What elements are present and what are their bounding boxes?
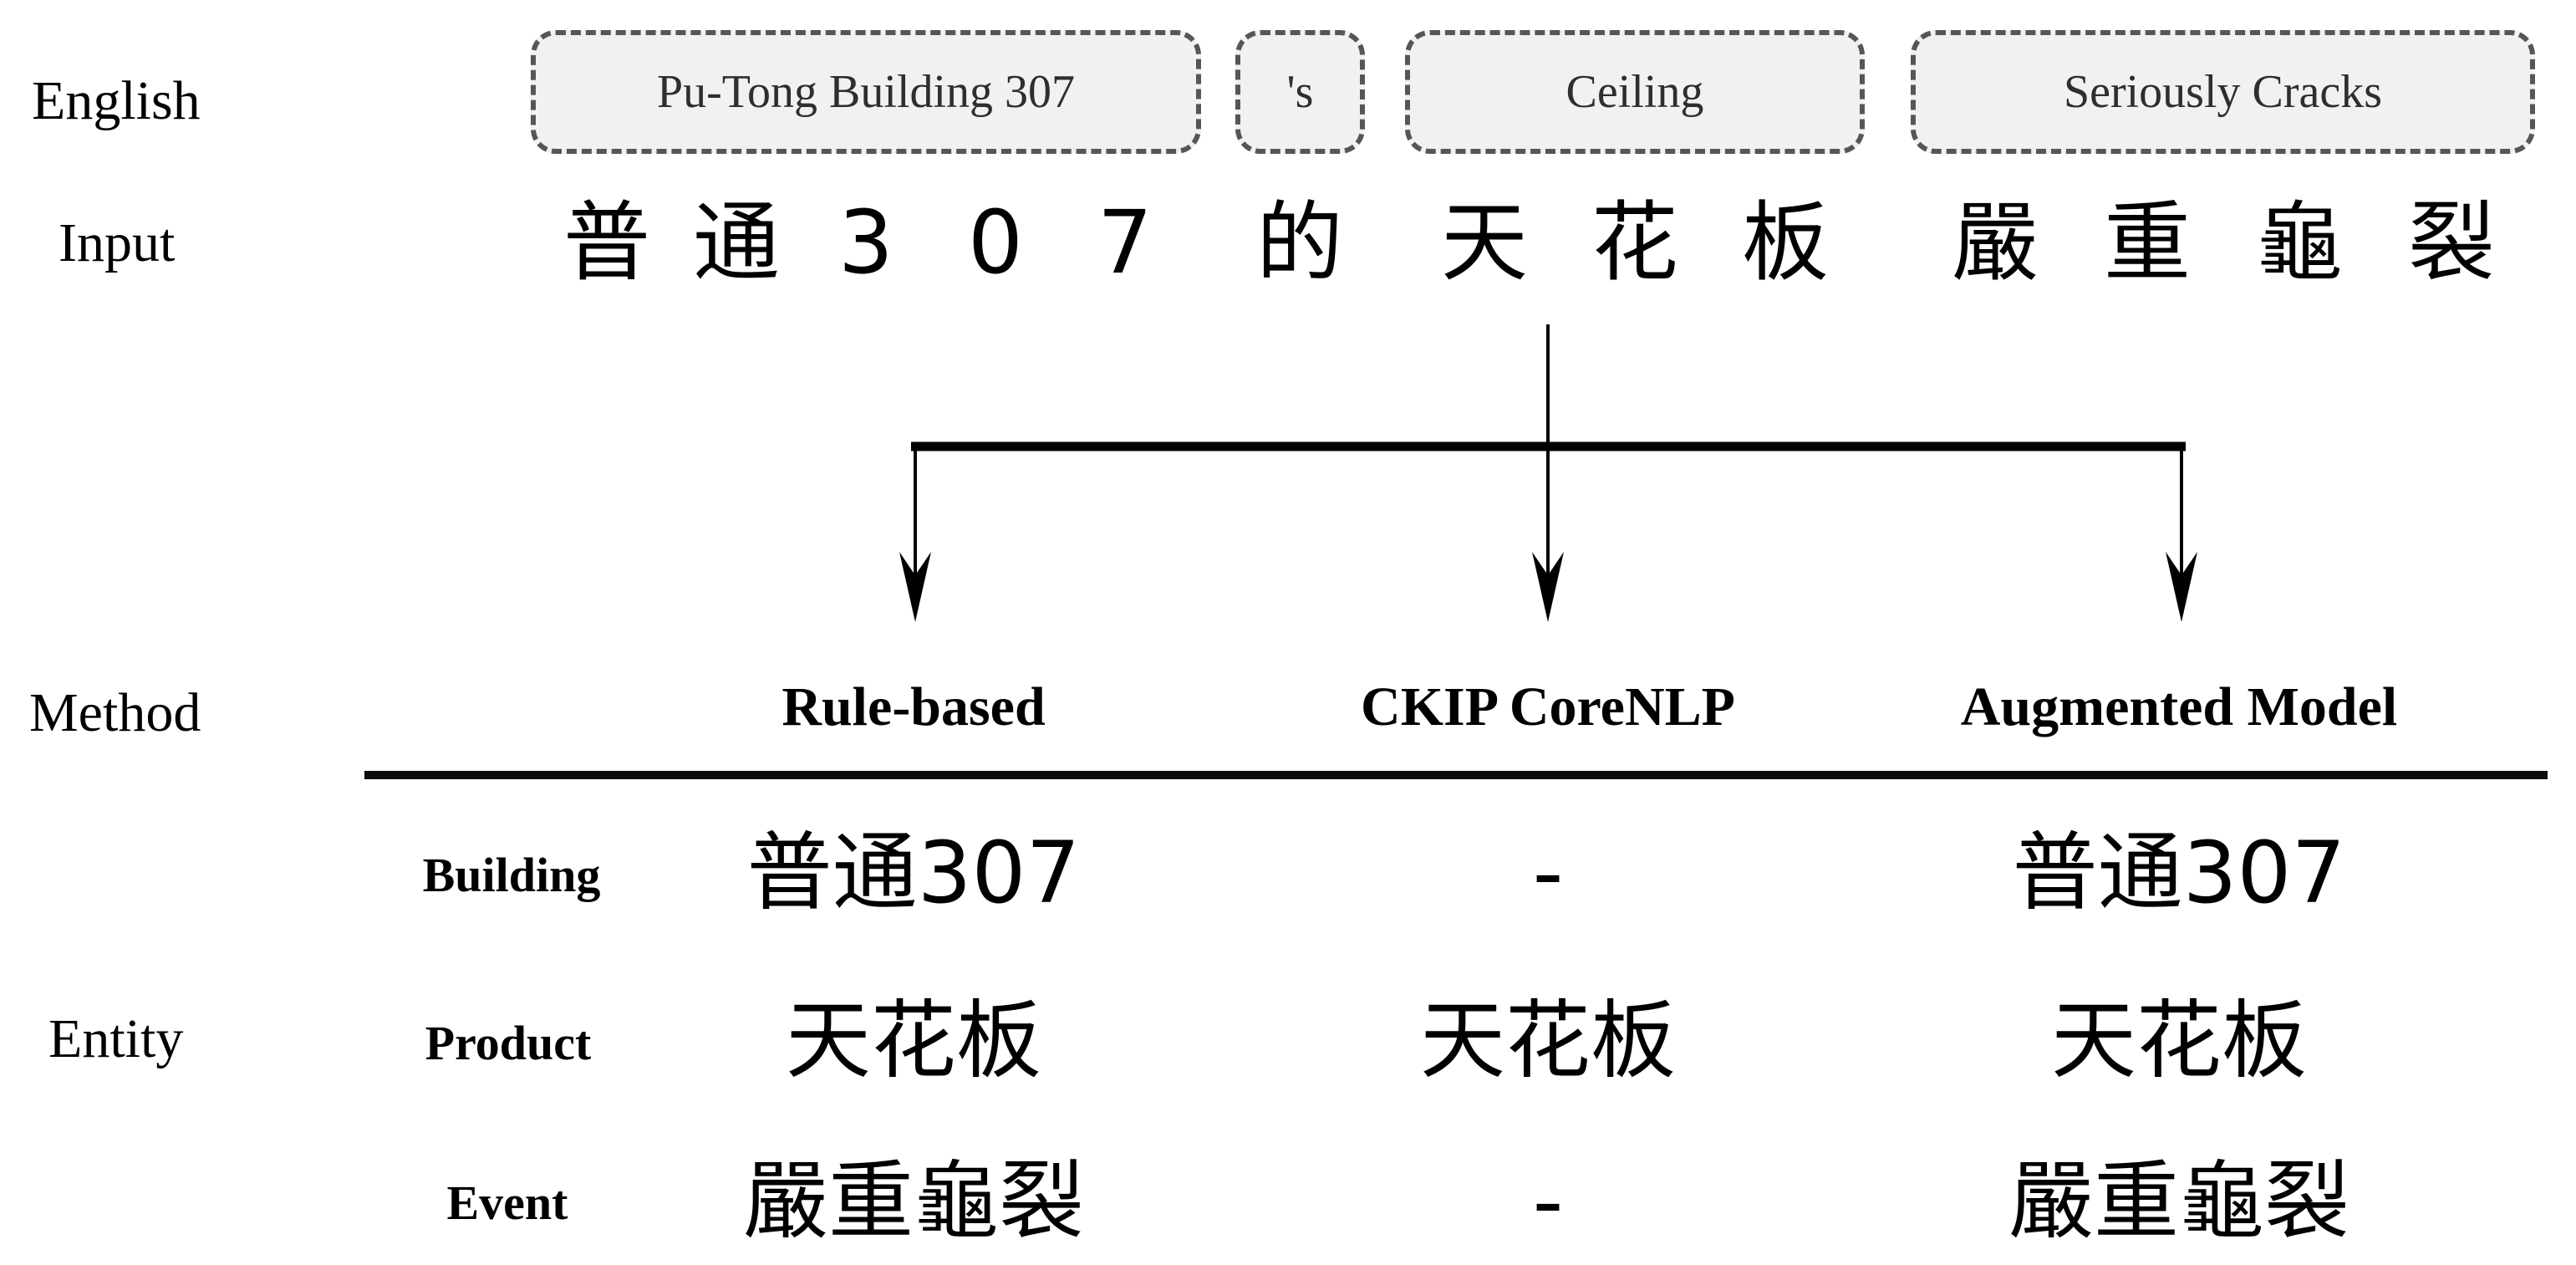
english-token-box: Seriously Cracks — [1911, 30, 2535, 154]
entity-row-label-building: Building — [422, 848, 601, 902]
label-input: Input — [59, 212, 176, 273]
entity-value: 天花板 — [786, 992, 1041, 1091]
input-char: 3 — [837, 191, 894, 293]
input-char: 的 — [1255, 191, 1343, 293]
input-char: 0 — [967, 191, 1024, 293]
input-char: 普 — [563, 191, 650, 293]
table-header-rule — [364, 771, 2548, 779]
input-char: 龜 — [2255, 191, 2343, 293]
english-token-box: Ceiling — [1405, 30, 1865, 154]
english-token-box: 's — [1235, 30, 1365, 154]
input-char: 板 — [1741, 191, 1829, 293]
entity-value: 天花板 — [1420, 992, 1676, 1091]
entity-row-label-product: Product — [425, 1016, 592, 1070]
label-method: Method — [29, 682, 201, 743]
input-token-group: 嚴 重 龜 裂 — [1948, 194, 2498, 291]
entity-value: 嚴重龜裂 — [743, 1152, 1084, 1252]
entity-value: - — [1532, 1152, 1564, 1252]
entity-value: 普通307 — [746, 824, 1081, 923]
input-char: 裂 — [2407, 191, 2495, 293]
input-char: 7 — [1097, 191, 1153, 293]
english-token-text: Seriously Cracks — [2063, 66, 2383, 118]
label-entity: Entity — [48, 1008, 184, 1069]
input-token-group: 普 通 3 0 7 — [560, 194, 1172, 291]
method-header-augmented-model: Augmented Model — [1960, 676, 2398, 737]
english-token-text: 's — [1286, 66, 1314, 118]
entity-row-label-event: Event — [446, 1176, 568, 1230]
method-header-rule-based: Rule-based — [781, 676, 1046, 737]
input-char: 重 — [2103, 191, 2191, 293]
label-english: English — [32, 70, 201, 131]
english-token-text: Ceiling — [1565, 66, 1704, 118]
method-header-ckip-corenlp: CKIP CoreNLP — [1361, 676, 1735, 737]
input-char: 通 — [692, 191, 780, 293]
input-char: 嚴 — [1951, 191, 2039, 293]
entity-value: 普通307 — [2012, 824, 2346, 923]
arrowhead-left-icon — [899, 552, 931, 622]
english-token-box: Pu-Tong Building 307 — [531, 30, 1201, 154]
arrowhead-center-icon — [1532, 552, 1564, 622]
arrowhead-right-icon — [2166, 552, 2197, 622]
entity-value: 嚴重龜裂 — [2008, 1152, 2349, 1252]
input-char: 花 — [1591, 191, 1678, 293]
input-char: 天 — [1440, 191, 1528, 293]
input-token-group: 天 花 板 — [1438, 194, 1832, 291]
english-token-text: Pu-Tong Building 307 — [656, 66, 1076, 118]
entity-value: - — [1532, 824, 1564, 923]
input-token-group: 的 — [1253, 194, 1347, 291]
entity-value: 天花板 — [2051, 992, 2307, 1091]
